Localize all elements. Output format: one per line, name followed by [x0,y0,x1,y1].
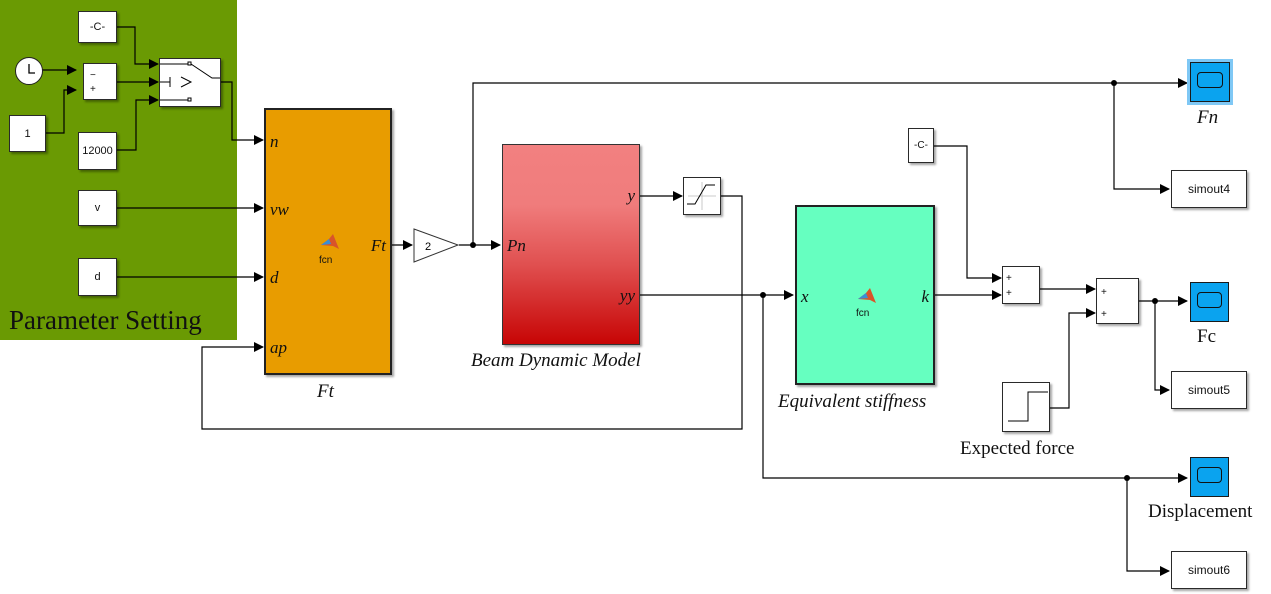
port-vw: vw [270,200,289,219]
wire-simout5 [1154,301,1170,395]
sign-plus: + [1006,288,1012,299]
wire-one-sum [46,85,77,134]
matlab-logo-icon [321,234,339,249]
scope-icon [1197,72,1223,88]
port-pn: Pn [507,236,526,255]
step-block-label: Expected force [960,438,1075,459]
wire-simout4 [1113,83,1170,194]
junction-dot [1124,475,1130,481]
sum2-block[interactable]: + + [1002,266,1040,304]
scope-displacement[interactable] [1190,457,1229,497]
fcn-label: fcn [319,255,333,266]
wire-fn-top [472,78,1188,245]
port-x: x [801,287,809,306]
simout4-block[interactable]: simout4 [1171,170,1247,208]
junction-dot [760,292,766,298]
ft-block-label: Ft [317,381,334,402]
ft-function-block[interactable]: n vw d ap Ft fcn [264,108,392,375]
parameter-setting-area[interactable]: Parameter Setting [0,0,237,340]
step-icon [1008,391,1048,422]
sum3-block[interactable]: + + [1096,278,1139,324]
step-block[interactable] [1002,382,1050,432]
switch-block[interactable] [159,58,221,107]
scope-fn-label: Fn [1197,107,1219,128]
matlab-logo-icon [858,288,876,303]
block-text: d [94,271,101,283]
port-k: k [921,287,929,306]
constant-v-block[interactable]: v [78,190,117,226]
wire-sat-feedback [201,195,743,430]
saturation-icon [687,182,716,210]
block-text: simout5 [1187,383,1231,397]
junction-dot [1152,298,1158,304]
wire-step-sum3 [1050,308,1096,409]
block-text: -C- [914,140,928,151]
simout6-block[interactable]: simout6 [1171,551,1247,589]
constant-c-right-block[interactable]: -C- [908,128,934,163]
sign-plus: + [1101,309,1107,320]
block-text: simout4 [1187,182,1231,196]
port-ft-out: Ft [370,236,386,255]
sign-minus: − [90,70,96,81]
simout5-block[interactable]: simout5 [1171,371,1247,409]
sign-plus: + [1006,273,1012,284]
block-text: 1 [24,127,31,140]
constant-one-block[interactable]: 1 [9,115,46,152]
junction-dot [470,242,476,248]
equivalent-stiffness-block[interactable]: x k fcn [795,205,935,385]
sum-block[interactable]: − + [83,63,117,100]
constant-12000-block[interactable]: 12000 [78,132,117,170]
block-text: simout6 [1187,563,1231,577]
port-ap: ap [270,338,287,357]
block-text: -C- [89,21,106,33]
wire-c-sum2 [929,145,1002,283]
scope-displacement-label: Displacement [1148,501,1253,522]
eq-block-label: Equivalent stiffness [778,391,927,412]
junction-dot [1111,80,1117,86]
sign-plus: + [90,84,96,95]
clock-block[interactable] [15,57,43,85]
scope-fn[interactable] [1187,59,1233,105]
block-text: v [94,202,101,214]
switch-icon [160,61,220,102]
port-d: d [270,268,279,287]
wire-12000-switch [117,95,159,151]
gain-value: 2 [425,241,431,253]
saturation-block[interactable] [683,177,721,215]
scope-icon [1197,467,1222,483]
port-y: y [627,186,635,205]
area-label: Parameter Setting [9,305,202,335]
fcn-label: fcn [856,308,870,319]
wire-switch-ft [221,81,264,145]
wire-disp [762,295,1188,483]
port-yy: yy [619,286,635,305]
sign-plus: + [1101,287,1107,298]
scope-icon [1197,292,1222,308]
constant-d-block[interactable]: d [78,258,117,296]
port-n: n [270,132,279,151]
wire-c-switch [117,26,159,69]
scope-fc[interactable] [1190,282,1229,322]
scope-fc-label: Fc [1197,326,1216,347]
beam-dynamic-model-block[interactable]: Pn y yy [502,144,640,345]
block-text: 12000 [82,145,113,157]
gain-block[interactable]: 2 [413,228,461,264]
constant-c-block[interactable]: -C- [78,11,117,43]
clock-icon [28,64,35,74]
beam-block-label: Beam Dynamic Model [471,350,641,371]
wire-simout6 [1126,478,1170,576]
